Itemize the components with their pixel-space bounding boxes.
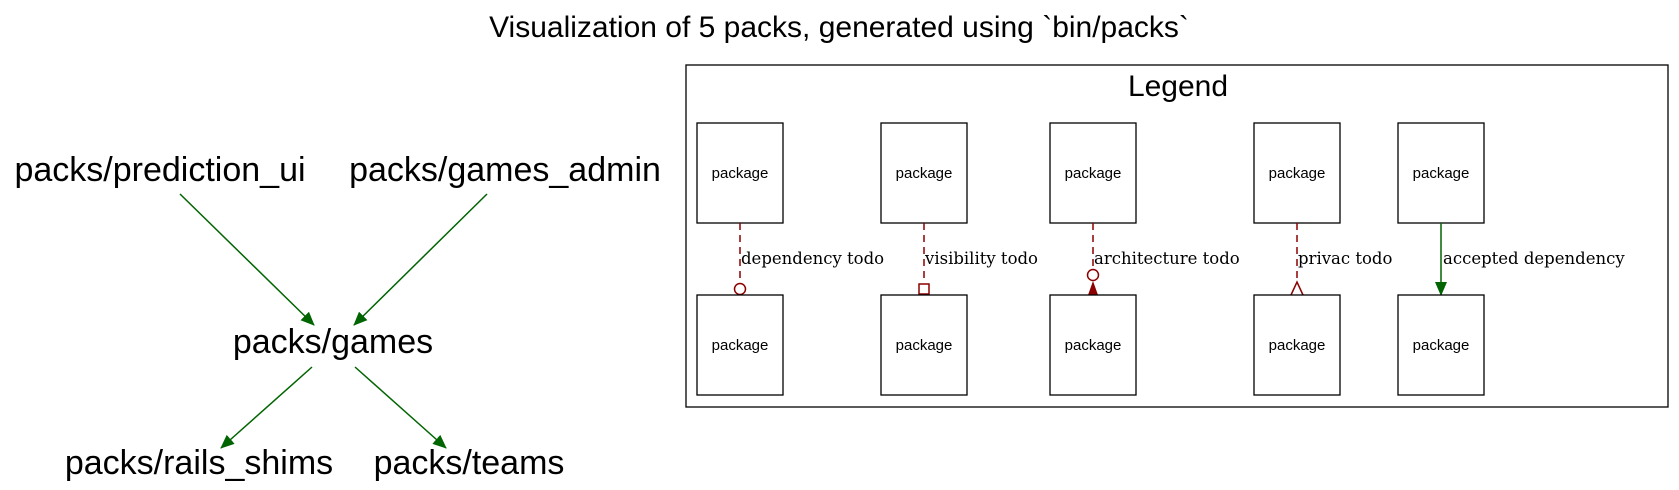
legend-edge-label: visibility todo [924,249,1038,268]
edge-games-to-rails-shims [220,366,313,449]
legend-package-label: package [712,337,769,354]
legend-package-box [880,294,968,396]
edge-prediction-ui-to-games [179,193,315,326]
legend-circle-head [1086,268,1100,282]
legend-package-box [696,122,784,224]
legend: Legend package dependency todo package p… [685,64,1669,408]
legend-dependency-todo: package dependency todo package [696,122,884,396]
legend-package-label: package [1413,165,1470,182]
legend-package-box [1253,122,1341,224]
node-games-admin: packs/games_admin [349,151,661,189]
diagram-title: Visualization of 5 packs, generated usin… [489,11,1189,44]
legend-privac-todo: package privac todo package [1253,122,1392,396]
legend-title: Legend [1128,70,1228,103]
legend-package-box [1253,294,1341,396]
node-prediction-ui: packs/prediction_ui [14,151,305,189]
legend-circle-head [733,282,747,296]
legend-package-label: package [1413,337,1470,354]
legend-package-label: package [1269,165,1326,182]
legend-package-label: package [1065,337,1122,354]
legend-square-head [918,283,930,295]
legend-edge-label: accepted dependency [1443,249,1625,268]
legend-architecture-todo: package architecture todo package [1049,122,1240,396]
legend-package-box [1397,122,1485,224]
legend-edge-label: dependency todo [741,249,884,268]
legend-package-label: package [1065,165,1122,182]
legend-accepted-dependency: package accepted dependency package [1397,122,1625,396]
node-rails-shims: packs/rails_shims [65,444,333,482]
legend-frame [685,64,1669,408]
legend-package-label: package [896,337,953,354]
legend-visibility-todo: package visibility todo package [880,122,1038,396]
legend-package-label: package [1269,337,1326,354]
legend-package-box [696,294,784,396]
node-teams: packs/teams [374,444,565,482]
edge-games-admin-to-games [353,193,488,326]
legend-package-label: package [712,165,769,182]
edge-games-to-teams [354,366,447,449]
legend-package-label: package [896,165,953,182]
legend-arrow-head [1088,281,1098,295]
node-games: packs/games [233,323,433,361]
legend-crow-head [1290,280,1304,296]
legend-edge-label: privac todo [1298,249,1392,268]
legend-edge-label: architecture todo [1094,249,1240,268]
legend-package-box [1049,294,1137,396]
legend-package-box [1397,294,1485,396]
